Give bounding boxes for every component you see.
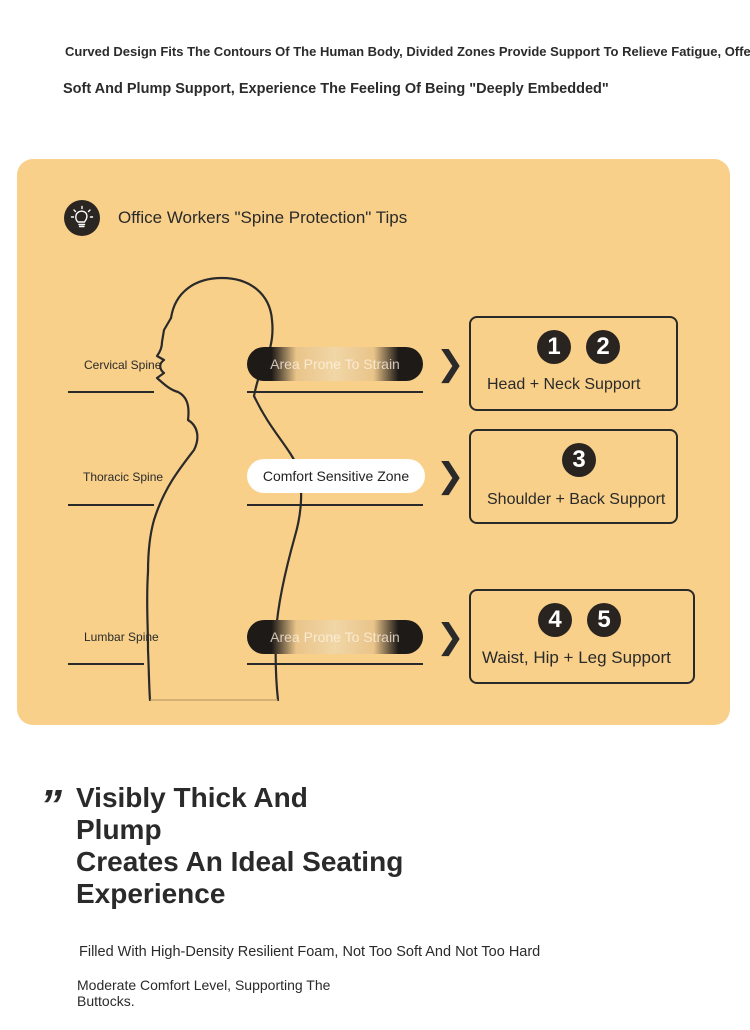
- lightbulb-icon: [64, 200, 100, 236]
- comfort-zone-tag-text: Comfort Sensitive Zone: [262, 468, 410, 484]
- zone-number-3: 3: [562, 443, 596, 477]
- lumbar-label-underline: [68, 663, 144, 665]
- chevron-right-icon: ❯: [436, 345, 465, 383]
- comfort-zone-tag: Comfort Sensitive Zone: [247, 459, 425, 493]
- feature-heading-line: Experience: [76, 878, 226, 909]
- zone-number-2: 2: [586, 330, 620, 364]
- waist-hip-leg-support-box: 4 5 Waist, Hip + Leg Support: [469, 589, 695, 684]
- thoracic-label-underline: [68, 504, 154, 506]
- chevron-right-icon: ❯: [436, 457, 465, 495]
- shoulder-back-support-box: 3 Shoulder + Back Support: [469, 429, 678, 524]
- cervical-spine-label: Cervical Spine: [84, 358, 162, 372]
- thoracic-tag-underline: [247, 504, 423, 506]
- zone-number-4: 4: [538, 603, 572, 637]
- feature-body-line-2: Moderate Comfort Level, Supporting The B…: [77, 977, 331, 1009]
- intro-line-2: Soft And Plump Support, Experience The F…: [63, 81, 609, 97]
- human-silhouette-outline: [146, 276, 303, 702]
- cervical-tag-underline: [247, 391, 423, 393]
- strain-area-tag-text: Area Prone To Strain: [270, 356, 400, 372]
- strain-area-tag-lumbar: Area Prone To Strain: [247, 620, 423, 654]
- head-neck-support-label: Head + Neck Support: [487, 376, 641, 393]
- quote-mark-icon: ”: [40, 781, 62, 830]
- lumbar-spine-label: Lumbar Spine: [84, 630, 159, 644]
- waist-hip-leg-support-label: Waist, Hip + Leg Support: [482, 648, 671, 667]
- head-neck-support-box: 1 2 Head + Neck Support: [469, 316, 678, 411]
- feature-heading: Visibly Thick And Plump Creates An Ideal…: [76, 782, 403, 910]
- intro-line-1: Curved Design Fits The Contours Of The H…: [65, 44, 750, 59]
- thoracic-spine-label: Thoracic Spine: [83, 470, 164, 484]
- chevron-right-icon: ❯: [436, 618, 465, 656]
- lumbar-tag-underline: [247, 663, 423, 665]
- feature-heading-line: Plump: [76, 814, 162, 845]
- strain-area-tag-cervical: Area Prone To Strain: [247, 347, 423, 381]
- tips-title: Office Workers "Spine Protection" Tips: [118, 208, 408, 227]
- shoulder-back-support-label: Shoulder + Back Support: [487, 491, 666, 508]
- feature-body-line-1: Filled With High-Density Resilient Foam,…: [79, 944, 541, 960]
- zone-number-1: 1: [537, 330, 571, 364]
- cervical-label-underline: [68, 391, 154, 393]
- zone-number-5: 5: [587, 603, 621, 637]
- strain-area-tag-text: Area Prone To Strain: [270, 629, 400, 645]
- feature-heading-line: Creates An Ideal Seating: [76, 846, 404, 877]
- feature-heading-line: Visibly Thick And: [76, 782, 308, 813]
